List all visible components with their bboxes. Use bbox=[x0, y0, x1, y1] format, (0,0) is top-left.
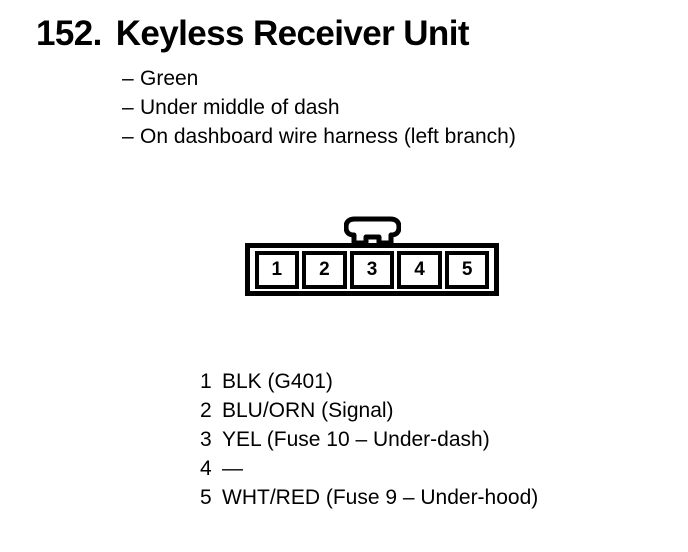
pin-legend-row: 2 BLU/ORN (Signal) bbox=[200, 396, 538, 425]
page-title-number: 152. bbox=[36, 14, 102, 53]
pin-legend: 1 BLK (G401) 2 BLU/ORN (Signal) 3 YEL (F… bbox=[200, 367, 538, 512]
pin-cell-5: 5 bbox=[444, 250, 490, 289]
pin-legend-number: 2 bbox=[200, 399, 212, 422]
pin-legend-row: 3 YEL (Fuse 10 – Under-dash) bbox=[200, 425, 538, 454]
note-text: Green bbox=[140, 67, 199, 90]
connector-diagram: 1 2 3 4 5 bbox=[245, 216, 499, 296]
pin-legend-description: WHT/RED (Fuse 9 – Under-hood) bbox=[222, 486, 539, 509]
note-dash-icon: – bbox=[122, 96, 134, 119]
page-title: 152. Keyless Receiver Unit bbox=[36, 14, 470, 54]
note-item: – Under middle of dash bbox=[122, 93, 516, 122]
pin-legend-description: BLU/ORN (Signal) bbox=[222, 399, 394, 422]
pin-cell-4: 4 bbox=[397, 250, 442, 289]
note-item: – Green bbox=[122, 64, 516, 93]
pin-legend-row: 1 BLK (G401) bbox=[200, 367, 538, 396]
pin-legend-row: 4 — bbox=[200, 454, 538, 483]
page-title-text: Keyless Receiver Unit bbox=[115, 14, 470, 53]
note-text: On dashboard wire harness (left branch) bbox=[140, 125, 516, 148]
note-dash-icon: – bbox=[122, 125, 134, 148]
pin-cell-3: 3 bbox=[349, 250, 395, 289]
pin-legend-number: 3 bbox=[200, 428, 212, 451]
pin-legend-row: 5 WHT/RED (Fuse 9 – Under-hood) bbox=[200, 483, 538, 512]
pin-cell-1: 1 bbox=[254, 250, 300, 289]
note-text: Under middle of dash bbox=[140, 96, 340, 119]
connector-latch-tab-icon bbox=[344, 216, 401, 245]
pin-legend-description: YEL (Fuse 10 – Under-dash) bbox=[222, 428, 490, 451]
pin-legend-description: BLK (G401) bbox=[222, 370, 333, 393]
pin-legend-number: 5 bbox=[200, 486, 212, 509]
pin-cell-2: 2 bbox=[302, 250, 347, 289]
connector-body: 1 2 3 4 5 bbox=[245, 243, 499, 296]
pin-legend-description: — bbox=[222, 457, 243, 480]
pin-legend-number: 1 bbox=[200, 370, 212, 393]
note-item: – On dashboard wire harness (left branch… bbox=[122, 122, 516, 151]
pin-legend-number: 4 bbox=[200, 457, 212, 480]
note-dash-icon: – bbox=[122, 67, 134, 90]
notes-list: – Green – Under middle of dash – On dash… bbox=[122, 64, 516, 151]
